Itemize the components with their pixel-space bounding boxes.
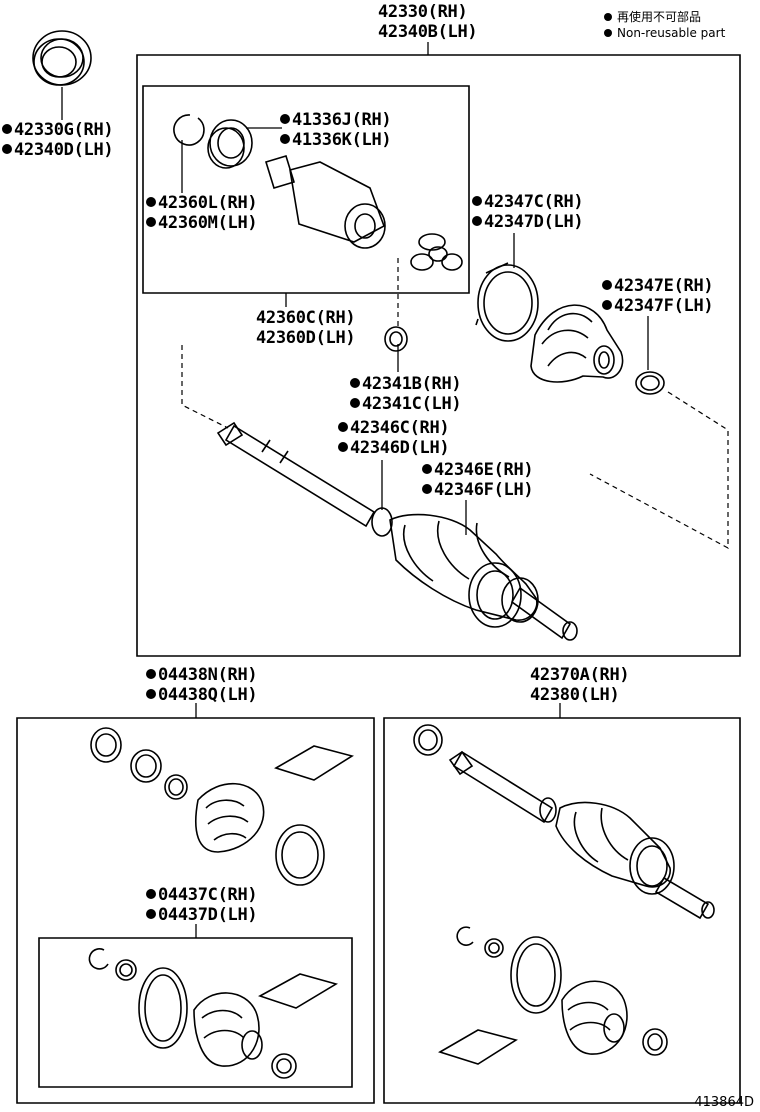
clip-illustration [385,327,407,351]
non-reusable-dot-icon [280,114,290,124]
legend-en: Non-reusable part [604,25,725,41]
diagram-code: 413864D [694,1095,754,1110]
shaft-frame [384,718,740,1103]
non-reusable-dot-icon [146,689,156,699]
non-reusable-dot-icon [146,909,156,919]
label-snap-ring: 42360L(RH) 42360M(LH) [146,193,258,233]
leader-lines [62,42,648,938]
inner-joint-parts [174,115,462,270]
drive-shaft-illustration [218,423,577,640]
non-reusable-dot-icon [338,422,348,432]
label-boot-clamp-2: 42346E(RH) 42346F(LH) [422,460,534,500]
non-reusable-dot-icon [422,484,432,494]
label-outer-kit: 04438N(RH) 04438Q(LH) [146,665,258,705]
non-reusable-dot-icon [604,29,612,37]
label-oil-seal: 42330G(RH) 42340D(LH) [2,120,114,160]
inner-kit-parts [89,949,336,1078]
inner-kit-frame [39,938,352,1087]
boot-band-illustration [476,263,538,341]
label-boot-clamp: 42346C(RH) 42346D(LH) [338,418,450,458]
legend: 再使用不可部品 Non-reusable part [604,9,725,41]
non-reusable-dot-icon [472,216,482,226]
non-reusable-dot-icon [146,217,156,227]
non-reusable-dot-icon [338,442,348,452]
legend-jp: 再使用不可部品 [604,9,725,25]
non-reusable-dot-icon [146,889,156,899]
label-bearing: 41336J(RH) 41336K(LH) [280,110,392,150]
boot-illustration [531,305,623,382]
label-inner-joint: 42360C(RH) 42360D(LH) [256,308,356,348]
label-assembly: 42330(RH) 42340B(LH) [378,2,478,42]
non-reusable-dot-icon [350,378,360,388]
label-clip: 42341B(RH) 42341C(LH) [350,374,462,414]
non-reusable-dot-icon [604,13,612,21]
non-reusable-dot-icon [350,398,360,408]
label-shaft: 42370A(RH) 42380(LH) [530,665,630,705]
non-reusable-dot-icon [472,196,482,206]
main-assembly-frame [137,55,740,656]
non-reusable-dot-icon [2,124,12,134]
outer-kit-parts [91,728,352,885]
non-reusable-dot-icon [146,197,156,207]
non-reusable-dot-icon [602,280,612,290]
label-inner-kit: 04437C(RH) 04437D(LH) [146,885,258,925]
small-clamp-illustration [636,372,664,394]
non-reusable-dot-icon [602,300,612,310]
alignment-lines [182,258,728,548]
label-boot-band-2: 42347E(RH) 42347F(LH) [602,276,714,316]
non-reusable-dot-icon [146,669,156,679]
non-reusable-dot-icon [422,464,432,474]
replacement-shaft-illustration [414,725,714,1064]
label-boot-band: 42347C(RH) 42347D(LH) [472,192,584,232]
non-reusable-dot-icon [280,134,290,144]
inner-joint-frame [143,86,469,293]
non-reusable-dot-icon [2,144,12,154]
oil-seal-illustration [33,31,91,85]
